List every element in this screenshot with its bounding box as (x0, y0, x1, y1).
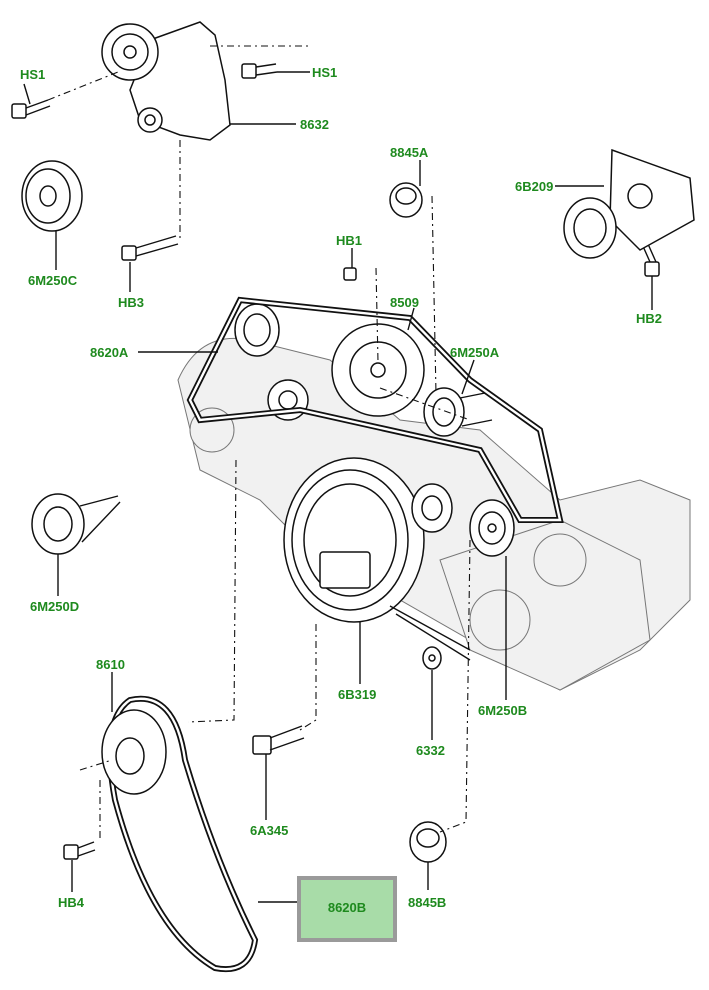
label-6a345: 6A345 (250, 823, 289, 838)
idler-pulley-6m250c (21, 160, 83, 232)
idler-pulley-6m250b (469, 499, 515, 557)
label-8610: 8610 (96, 657, 125, 672)
label-hs1-left: HS1 (20, 67, 46, 82)
bolt-hs1-left (11, 99, 51, 119)
washer-6332 (422, 646, 442, 670)
idler-pulley-lower (411, 483, 453, 533)
belt-8620a (186, 296, 564, 523)
cap-8845b (409, 821, 447, 863)
bolt-hb4 (63, 841, 96, 860)
cap-8845a (389, 182, 423, 218)
label-8632: 8632 (300, 117, 329, 132)
label-hb1: HB1 (336, 233, 363, 248)
bolt-6a345 (252, 725, 305, 755)
idler-pulley-6m250d (31, 493, 121, 555)
label-hb2: HB2 (636, 311, 663, 326)
belt-8620a-lower (389, 605, 471, 661)
bolt-hs1-right (241, 63, 278, 79)
pulley-8610 (101, 709, 167, 795)
assembly-lines (47, 45, 471, 842)
crankshaft-pulley-6b319 (283, 457, 425, 623)
label-6m250d: 6M250D (30, 599, 80, 614)
idler-pulley-6m250a (423, 387, 493, 437)
label-8620b: 8620B (327, 900, 367, 915)
label-6b319: 6B319 (338, 687, 377, 702)
label-6b209: 6B209 (515, 179, 554, 194)
bolt-hb3 (121, 235, 179, 261)
tensioner-6b209 (563, 148, 695, 259)
tensioner-bracket-8632 (101, 21, 231, 141)
label-8620a: 8620A (90, 345, 129, 360)
pulley-8509 (331, 323, 425, 417)
label-8845a: 8845A (390, 145, 429, 160)
bolt-hb2 (641, 243, 660, 277)
belt-8620b (107, 695, 259, 973)
label-hb4: HB4 (58, 895, 85, 910)
bolt-hb1 (343, 267, 357, 281)
label-6m250a: 6M250A (450, 345, 500, 360)
label-6332: 6332 (416, 743, 445, 758)
label-8845b: 8845B (408, 895, 447, 910)
label-6m250c: 6M250C (28, 273, 78, 288)
leader-lines (23, 71, 653, 903)
highlighted-part-8620b[interactable]: 8620B (297, 876, 397, 942)
label-6m250b: 6M250B (478, 703, 528, 718)
label-hb3: HB3 (118, 295, 145, 310)
label-8509: 8509 (390, 295, 419, 310)
label-hs1-right: HS1 (312, 65, 338, 80)
idler-pulley-upper (234, 303, 280, 357)
